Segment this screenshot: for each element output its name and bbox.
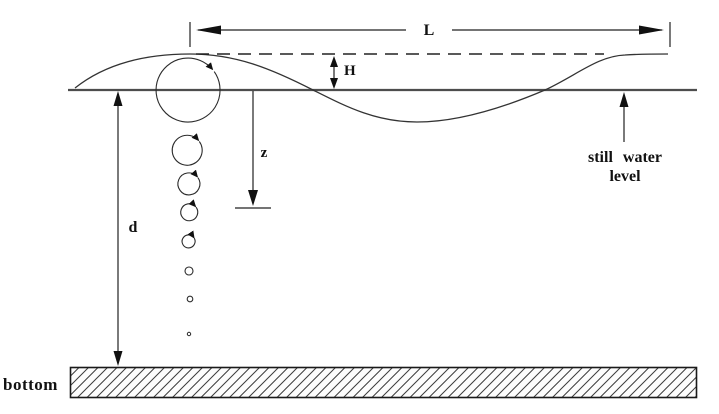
arrow-up-icon <box>619 92 629 107</box>
orbital-circle <box>155 57 221 123</box>
depth-label: d <box>129 219 138 236</box>
depth-dimension-arrow: d <box>113 91 138 366</box>
wavelength-arrow: L <box>189 22 671 47</box>
arrow-up-icon <box>330 56 338 67</box>
still-water-level-label-line2: level <box>609 168 641 185</box>
z-label: z <box>261 145 268 161</box>
arrow-down-icon <box>113 351 123 366</box>
arrow-down-icon <box>330 78 338 89</box>
orbital-circle <box>186 295 194 303</box>
orbital-circle <box>177 169 201 196</box>
still-water-level-pointer: still water level <box>588 92 662 185</box>
wave-height-arrow: H <box>330 56 356 89</box>
orbital-circle <box>186 331 192 337</box>
orbital-circle <box>181 230 196 249</box>
z-dimension-arrow: z <box>235 91 271 209</box>
arrow-up-icon <box>113 91 123 106</box>
wavelength-label: L <box>424 22 435 39</box>
orbital-circle <box>184 266 194 276</box>
orbital-circle <box>171 133 203 166</box>
seabed-hatch <box>69 366 698 399</box>
orbital-circle <box>180 199 199 222</box>
arrow-left-icon <box>196 25 221 35</box>
seabed: bottom <box>3 366 698 399</box>
wave-surface-curve <box>74 53 669 123</box>
still-water-level-label-line1: still water <box>588 149 662 166</box>
bottom-label: bottom <box>3 375 58 394</box>
arrow-down-icon <box>248 190 258 206</box>
arrow-right-icon <box>639 25 664 35</box>
wave-height-label: H <box>344 63 356 79</box>
orbital-circles <box>155 57 221 337</box>
